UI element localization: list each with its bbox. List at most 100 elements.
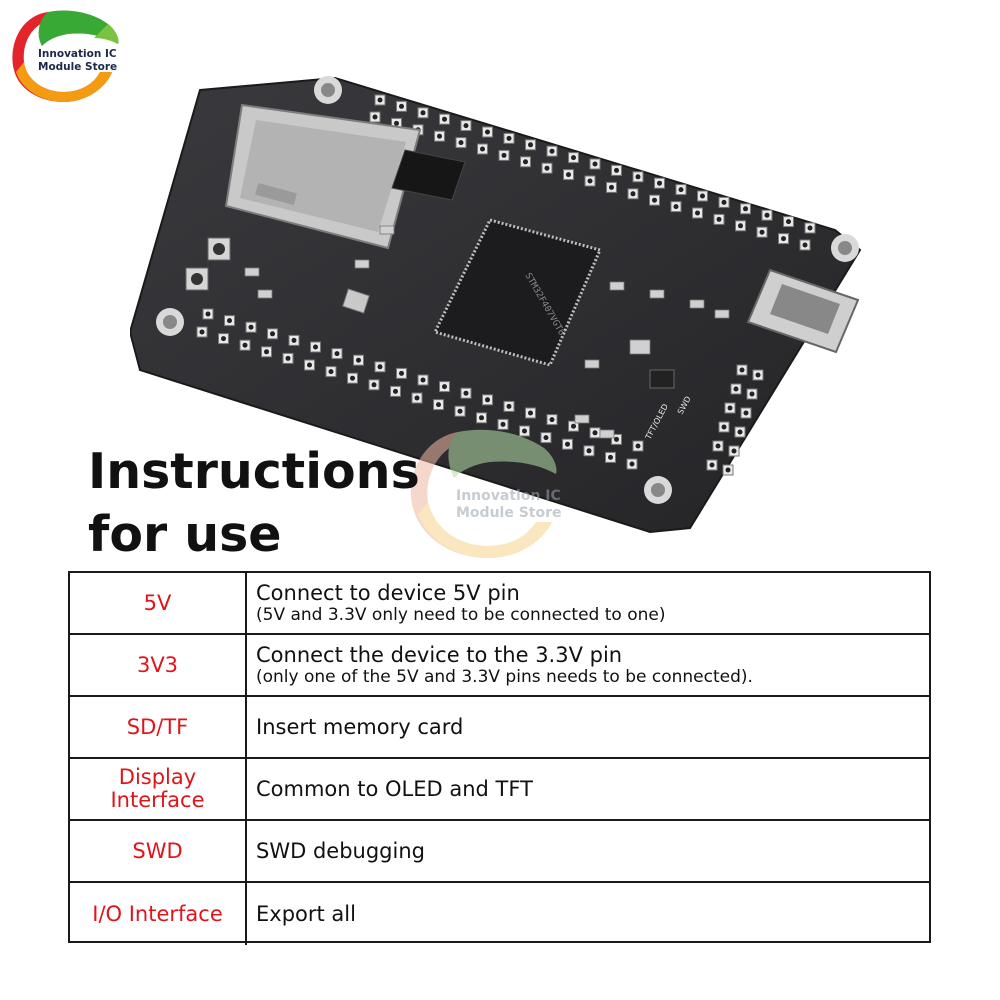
table-row: I/O Interface Export all xyxy=(70,883,929,945)
pin-hole xyxy=(414,395,420,401)
pin-hole xyxy=(199,329,205,335)
row-description: Connect the device to the 3.3V pin (only… xyxy=(247,635,929,695)
pin-hole xyxy=(501,152,507,158)
pin-hole xyxy=(372,114,378,120)
pin-hole xyxy=(437,133,442,139)
pin-hole xyxy=(781,236,786,242)
store-logo: Innovation IC Module Store xyxy=(8,6,126,106)
right-pin-header xyxy=(706,364,764,476)
pin-hole xyxy=(399,370,404,376)
mounting-hole xyxy=(321,83,335,97)
mcu-chip xyxy=(432,218,603,367)
row-sub-text: (5V and 3.3V only need to be connected t… xyxy=(256,604,666,625)
pin-hole xyxy=(356,357,361,363)
row-sub-text: (only one of the 5V and 3.3V pins needs … xyxy=(256,666,753,687)
pin-hole xyxy=(657,180,662,186)
pin-hole xyxy=(571,155,576,161)
pin-hole xyxy=(399,103,404,109)
row-main-text: Connect the device to the 3.3V pin xyxy=(256,642,623,667)
pin-hole xyxy=(436,402,441,408)
pin-hole xyxy=(463,123,469,129)
crystal xyxy=(342,288,370,314)
pin-hole xyxy=(586,448,592,454)
pin-hole xyxy=(608,454,613,460)
pin-hole xyxy=(725,467,731,473)
pin-hole xyxy=(442,116,447,122)
pin-hole xyxy=(420,377,426,383)
pin-hole xyxy=(739,367,745,373)
pin-hole xyxy=(635,174,641,180)
pin-hole xyxy=(764,212,770,218)
pin-hole xyxy=(393,388,398,394)
pin-hole xyxy=(334,351,340,357)
pin-hole xyxy=(673,204,679,210)
table-row: Display Interface Common to OLED and TFT xyxy=(70,759,929,821)
row-key: 5V xyxy=(70,573,247,633)
pin-hole xyxy=(291,337,297,343)
pin-hole xyxy=(544,165,550,171)
pin-hole xyxy=(738,223,743,229)
pin-hole xyxy=(571,423,576,429)
row-key: SWD xyxy=(70,821,247,881)
pin-hole xyxy=(500,421,506,427)
row-main-text: Export all xyxy=(256,901,356,926)
pin-hole xyxy=(420,110,426,116)
row-description: Insert memory card xyxy=(247,697,929,757)
pin-hole xyxy=(377,364,383,370)
pin-hole xyxy=(743,410,749,416)
watermark-line-2: Module Store xyxy=(456,505,562,521)
row-key: 3V3 xyxy=(70,635,247,695)
row-key: SD/TF xyxy=(70,697,247,757)
mounting-hole xyxy=(651,483,665,497)
row-main-text: SWD debugging xyxy=(256,838,425,863)
watermark-leaf-icon xyxy=(410,429,557,558)
pin-hole xyxy=(458,140,464,146)
pin-hole xyxy=(227,318,232,324)
row-description: Connect to device 5V pin (5V and 3.3V on… xyxy=(247,573,929,633)
pin-hole xyxy=(221,336,226,342)
pin-hole xyxy=(549,417,555,423)
pin-hole xyxy=(678,187,684,193)
row-description: Common to OLED and TFT xyxy=(247,759,929,819)
pin-hole xyxy=(629,461,635,467)
watermark-line-1: Innovation IC xyxy=(456,488,561,504)
top-pin-header xyxy=(369,94,816,251)
row-key-line-2: Interface xyxy=(110,788,205,812)
row-description: Export all xyxy=(247,883,929,945)
table-row: 3V3 Connect the device to the 3.3V pin (… xyxy=(70,635,929,697)
pin-hole xyxy=(313,344,318,350)
leaf-logo-icon xyxy=(12,10,119,102)
pin-hole xyxy=(802,242,808,248)
pin-hole xyxy=(270,331,275,337)
row-main-text: Common to OLED and TFT xyxy=(256,776,533,801)
smd-components xyxy=(244,225,730,439)
pin-hole xyxy=(394,120,399,126)
pin-hole xyxy=(543,435,549,441)
row-key: I/O Interface xyxy=(70,883,247,945)
pin-hole xyxy=(242,342,248,348)
pin-hole xyxy=(442,384,447,390)
bottom-pin-header xyxy=(196,308,644,470)
pin-hole xyxy=(528,142,533,148)
pin-hole xyxy=(587,178,593,184)
pin-hole xyxy=(721,199,727,205)
pin-hole xyxy=(463,390,469,396)
row-key: Display Interface xyxy=(70,759,247,819)
pin-hole xyxy=(759,229,765,235)
pin-hole xyxy=(709,462,715,468)
pin-hole xyxy=(522,428,527,434)
pin-hole xyxy=(485,397,490,403)
pin-hole xyxy=(523,159,528,165)
pin-hole xyxy=(549,148,555,154)
pin-hole xyxy=(457,408,463,414)
pin-hole xyxy=(350,375,355,381)
pin-hole xyxy=(731,448,737,454)
pin-hole xyxy=(506,403,512,409)
pin-hole xyxy=(566,172,571,178)
pin-hole xyxy=(377,97,383,103)
pin-hole xyxy=(479,415,484,421)
row-description: SWD debugging xyxy=(247,821,929,881)
row-main-text: Insert memory card xyxy=(256,714,464,739)
flash-chip xyxy=(391,149,466,201)
table-row: 5V Connect to device 5V pin (5V and 3.3V… xyxy=(70,573,929,635)
